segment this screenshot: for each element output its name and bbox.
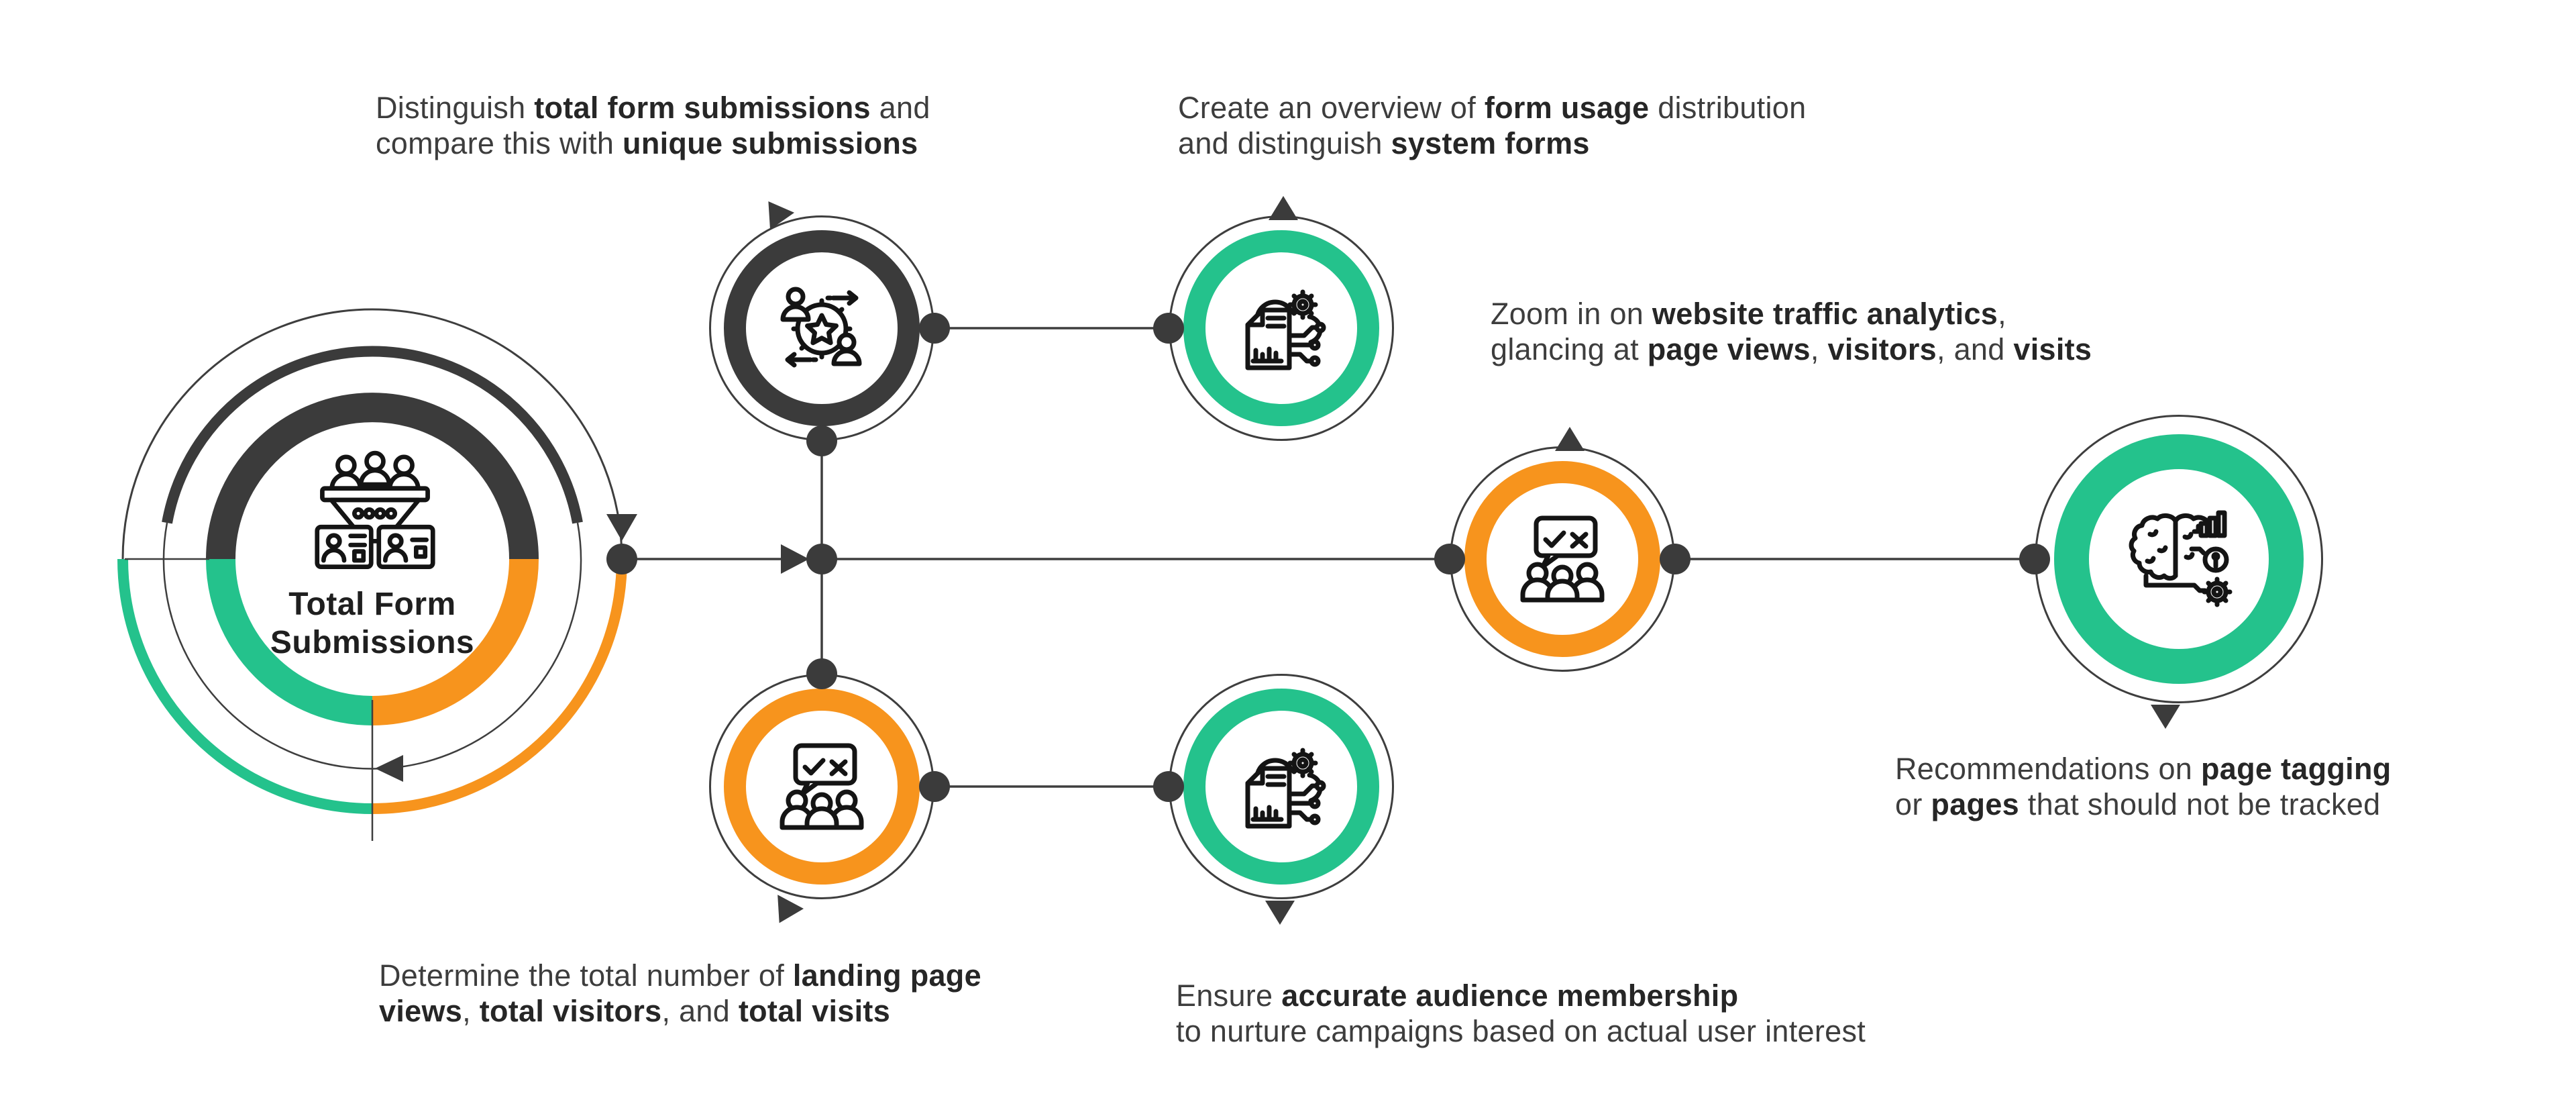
arrow-down-icon: [1265, 901, 1295, 925]
brain-analytics-idea-gear-icon: [2129, 510, 2233, 607]
annotation-landing-page-views: Determine the total number of landing pa…: [379, 958, 981, 1028]
annotation-form-usage: Create an overview of form usage distrib…: [1178, 91, 1807, 160]
connector-dot: [606, 544, 637, 574]
node-recommendations: [2035, 415, 2323, 703]
node-unique-submissions: [709, 215, 934, 441]
arrow-down-icon: [777, 895, 804, 923]
center-hub-label-line2: Submissions: [270, 625, 475, 660]
center-hub-label: Total Form Submissions: [205, 585, 540, 662]
node-audience-membership: [1169, 674, 1394, 899]
node-form-usage: [1169, 215, 1394, 441]
audience-funnel-leads-icon: [315, 450, 435, 570]
node-landing-page-views: [709, 674, 934, 899]
people-sync-star-gear-icon: [780, 287, 862, 368]
audience-feedback-check-cross-icon: [1520, 515, 1605, 603]
node-ring: [1464, 461, 1660, 657]
audience-feedback-check-cross-icon: [780, 743, 864, 830]
arrow-left-icon: [375, 755, 403, 782]
annotation-website-traffic: Zoom in on website traffic analytics,gla…: [1491, 297, 2092, 366]
document-cloud-gear-circuit-icon: [1245, 748, 1326, 829]
center-hub-label-line1: Total Form: [288, 587, 456, 622]
connector-dot: [806, 544, 837, 574]
document-cloud-gear-circuit-icon: [1245, 289, 1326, 370]
arrow-down-icon: [606, 514, 637, 541]
arrow-right-icon: [781, 544, 809, 574]
node-website-traffic: [1450, 446, 1675, 672]
arrow-down-icon: [2151, 705, 2180, 729]
